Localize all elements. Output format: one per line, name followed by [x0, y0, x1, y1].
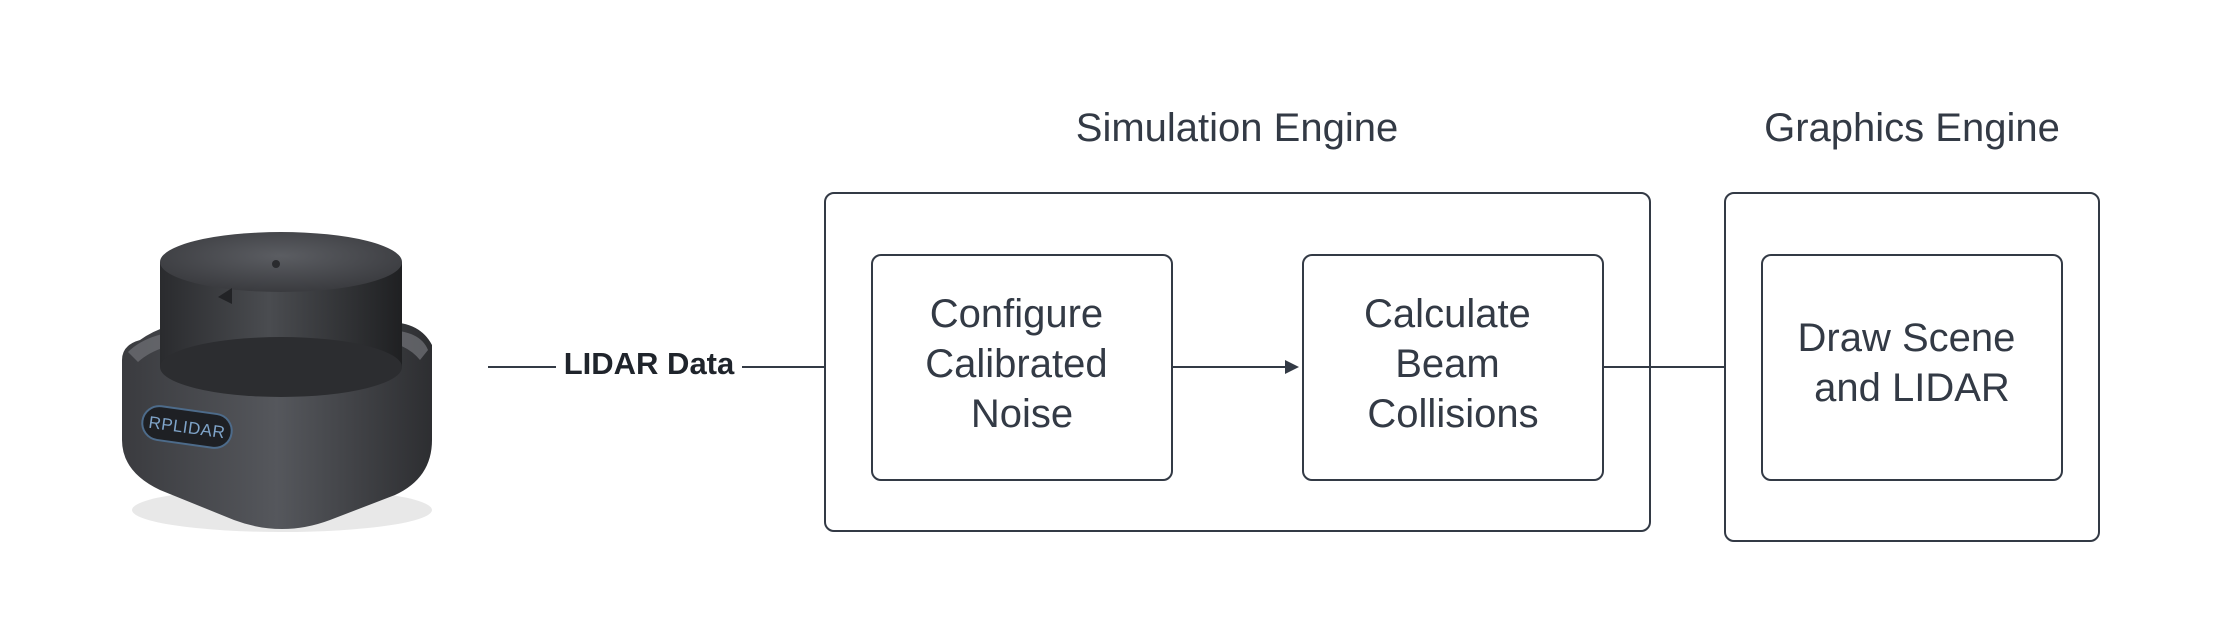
simulation-engine-title: Simulation Engine — [1076, 106, 1398, 150]
lidar-sensor-icon: RPLIDAR — [122, 232, 432, 532]
configure-noise-line-2: Calibrated — [925, 342, 1107, 386]
draw-scene-line-2: and LIDAR — [1814, 366, 2010, 410]
calculate-collisions-line-1: Calculate — [1364, 292, 1531, 336]
svg-text:Calculate Beam Collisi: Calculate Beam Collisions — [1364, 292, 1542, 436]
svg-text:Configure Calibrated N: Configure Calibrated Noise — [925, 292, 1118, 436]
draw-scene-line-1: Draw Scene — [1798, 316, 2016, 360]
svg-text:Draw Scene and LIDAR: Draw Scene and LIDAR — [1798, 316, 2027, 410]
configure-noise-line-3: Noise — [971, 392, 1073, 436]
draw-scene-step — [1761, 254, 2063, 481]
graphics-engine-title: Graphics Engine — [1764, 106, 2060, 150]
lidar-data-edge-label: LIDAR Data — [564, 346, 735, 381]
calculate-collisions-line-2: Beam — [1395, 342, 1500, 386]
configure-noise-line-1: Configure — [930, 292, 1103, 336]
calculate-collisions-line-3: Collisions — [1367, 392, 1538, 436]
